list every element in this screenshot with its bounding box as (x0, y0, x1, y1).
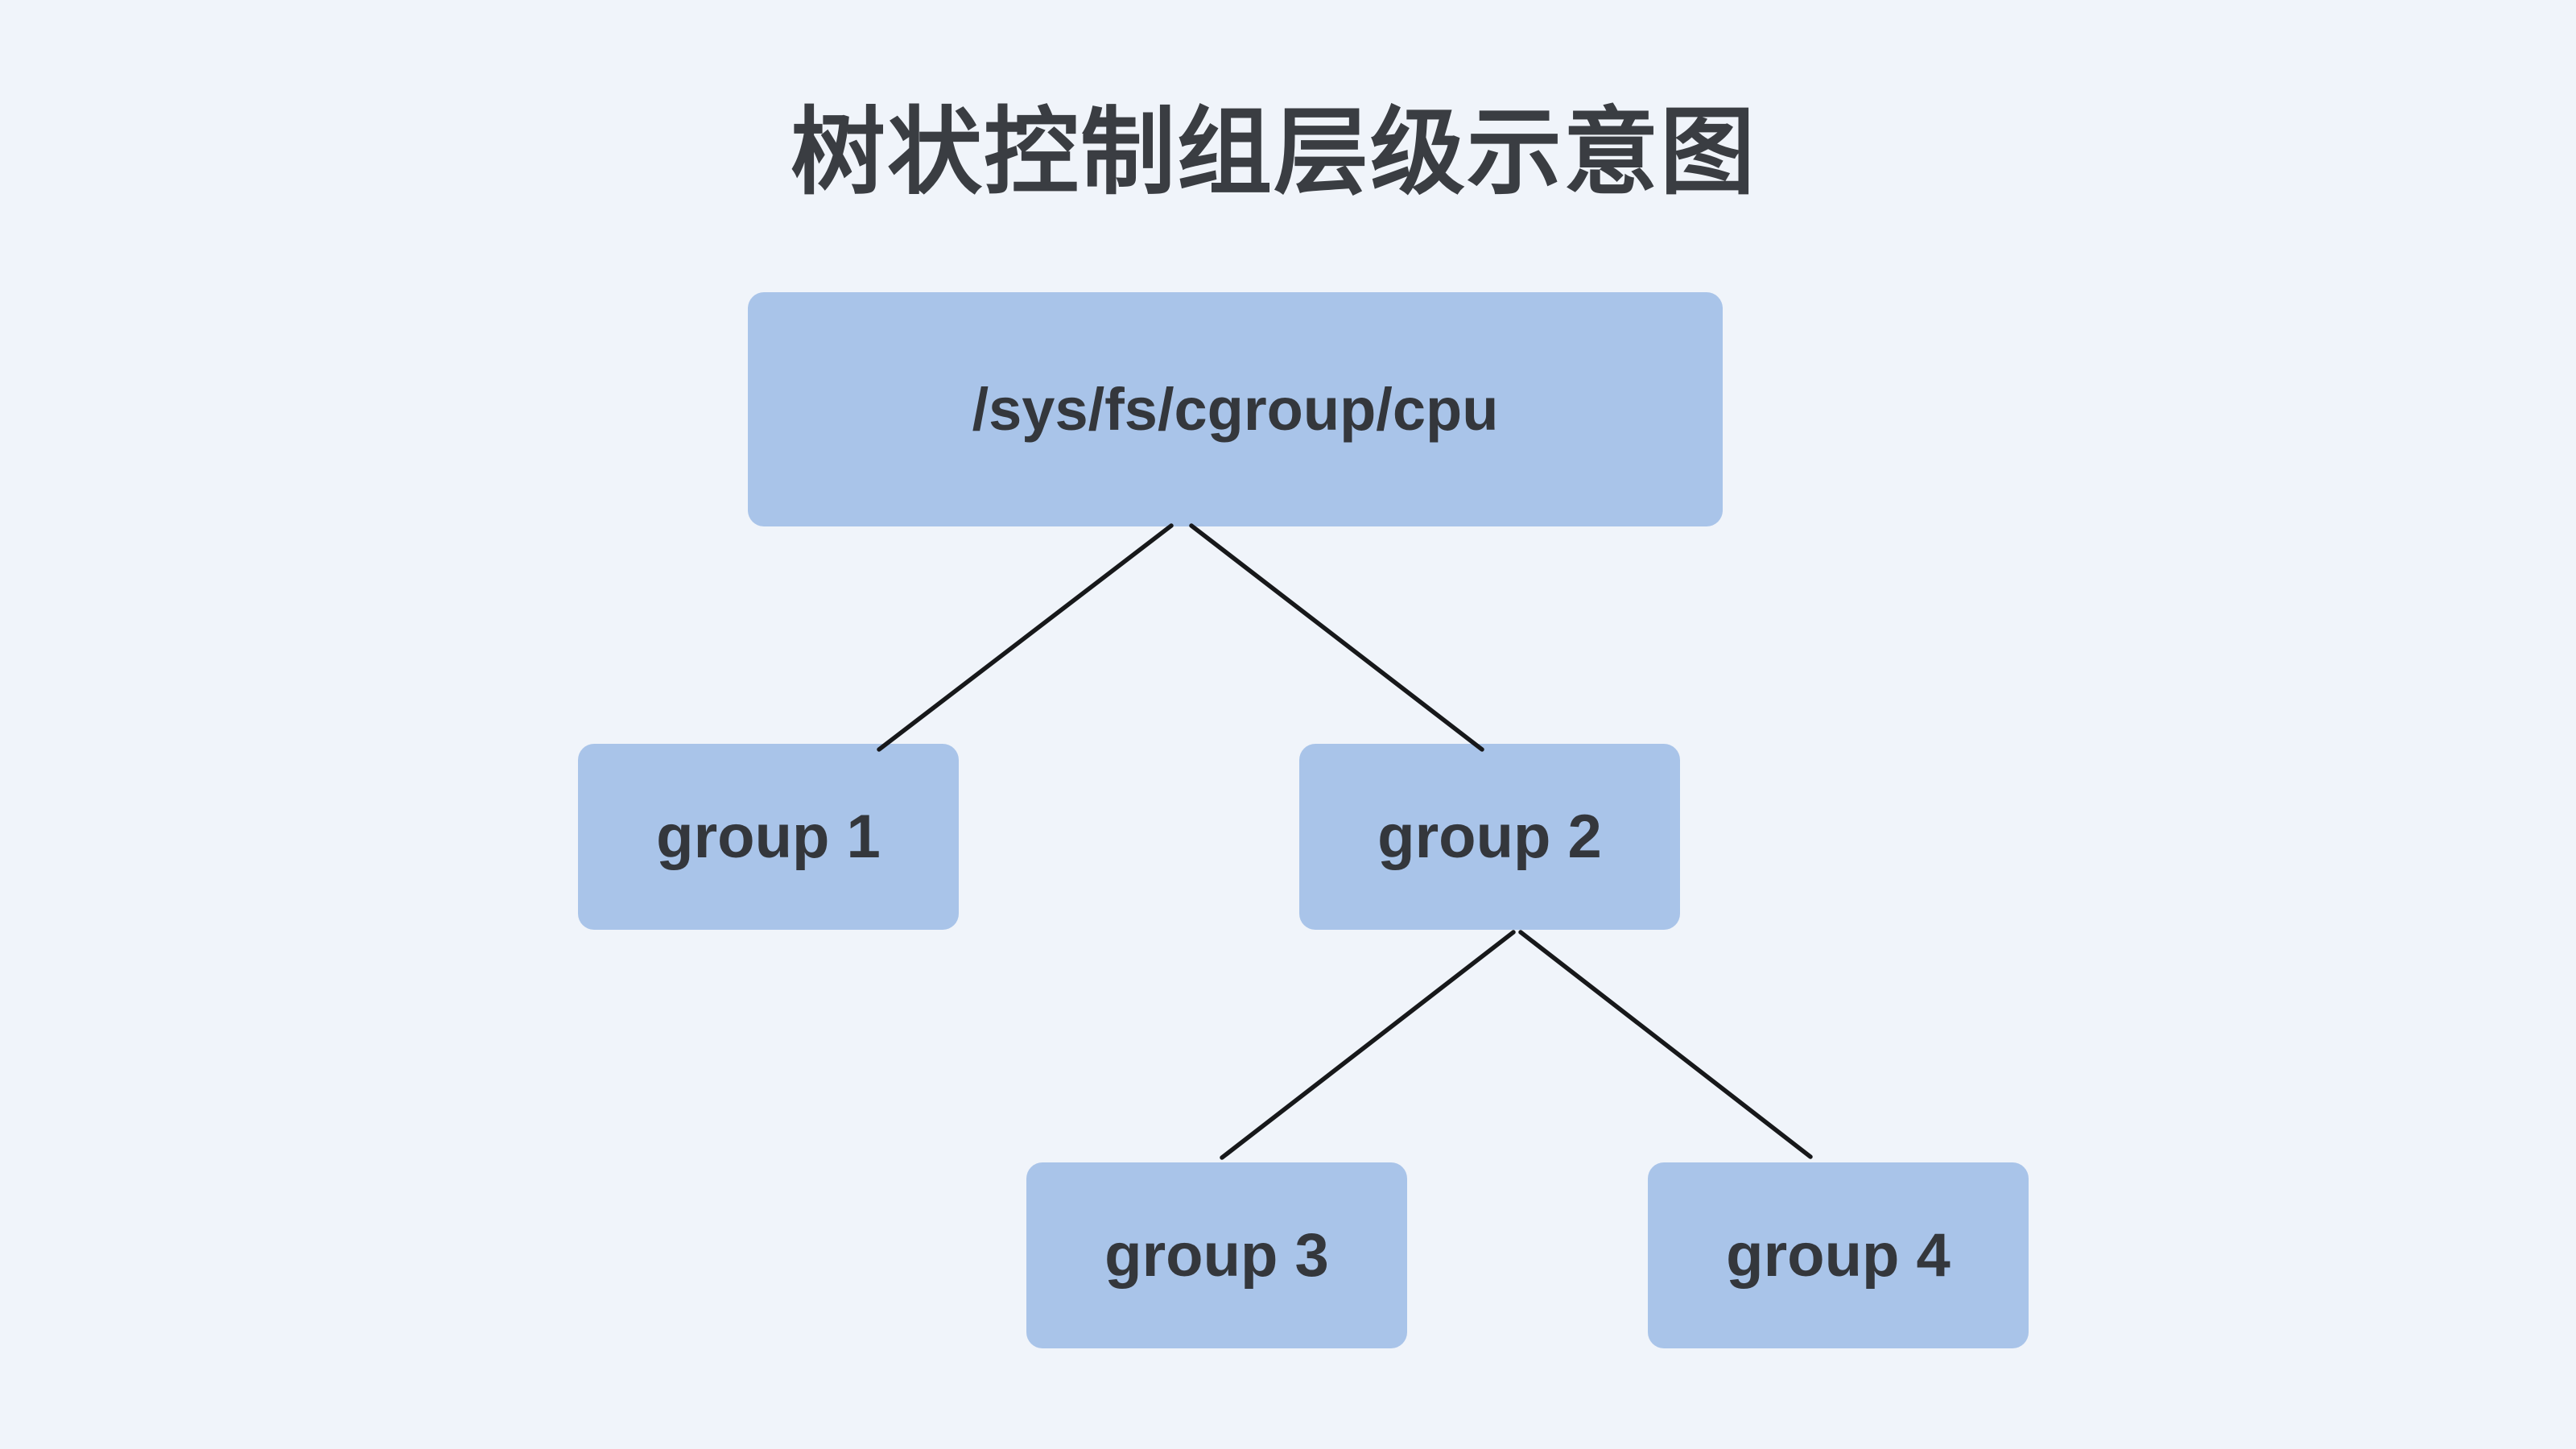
edge-root-group1 (877, 523, 1174, 752)
tree-node-group3: group 3 (1026, 1162, 1407, 1348)
edge-group2-group4 (1518, 930, 1813, 1159)
tree-node-group1: group 1 (578, 744, 959, 930)
edge-group2-group3 (1220, 930, 1516, 1160)
tree-node-group2-label: group 2 (1377, 803, 1602, 871)
tree-node-root-label: /sys/fs/cgroup/cpu (972, 376, 1499, 443)
tree-node-root: /sys/fs/cgroup/cpu (748, 292, 1723, 526)
tree-node-group3-label: group 3 (1104, 1221, 1329, 1290)
tree-node-group1-label: group 1 (656, 803, 881, 871)
edge-root-group2 (1189, 523, 1484, 752)
tree-node-group4: group 4 (1648, 1162, 2029, 1348)
diagram-title: 树状控制组层级示意图 (790, 100, 1757, 206)
tree-node-group4-label: group 4 (1726, 1221, 1951, 1290)
tree-node-group2: group 2 (1299, 744, 1680, 930)
